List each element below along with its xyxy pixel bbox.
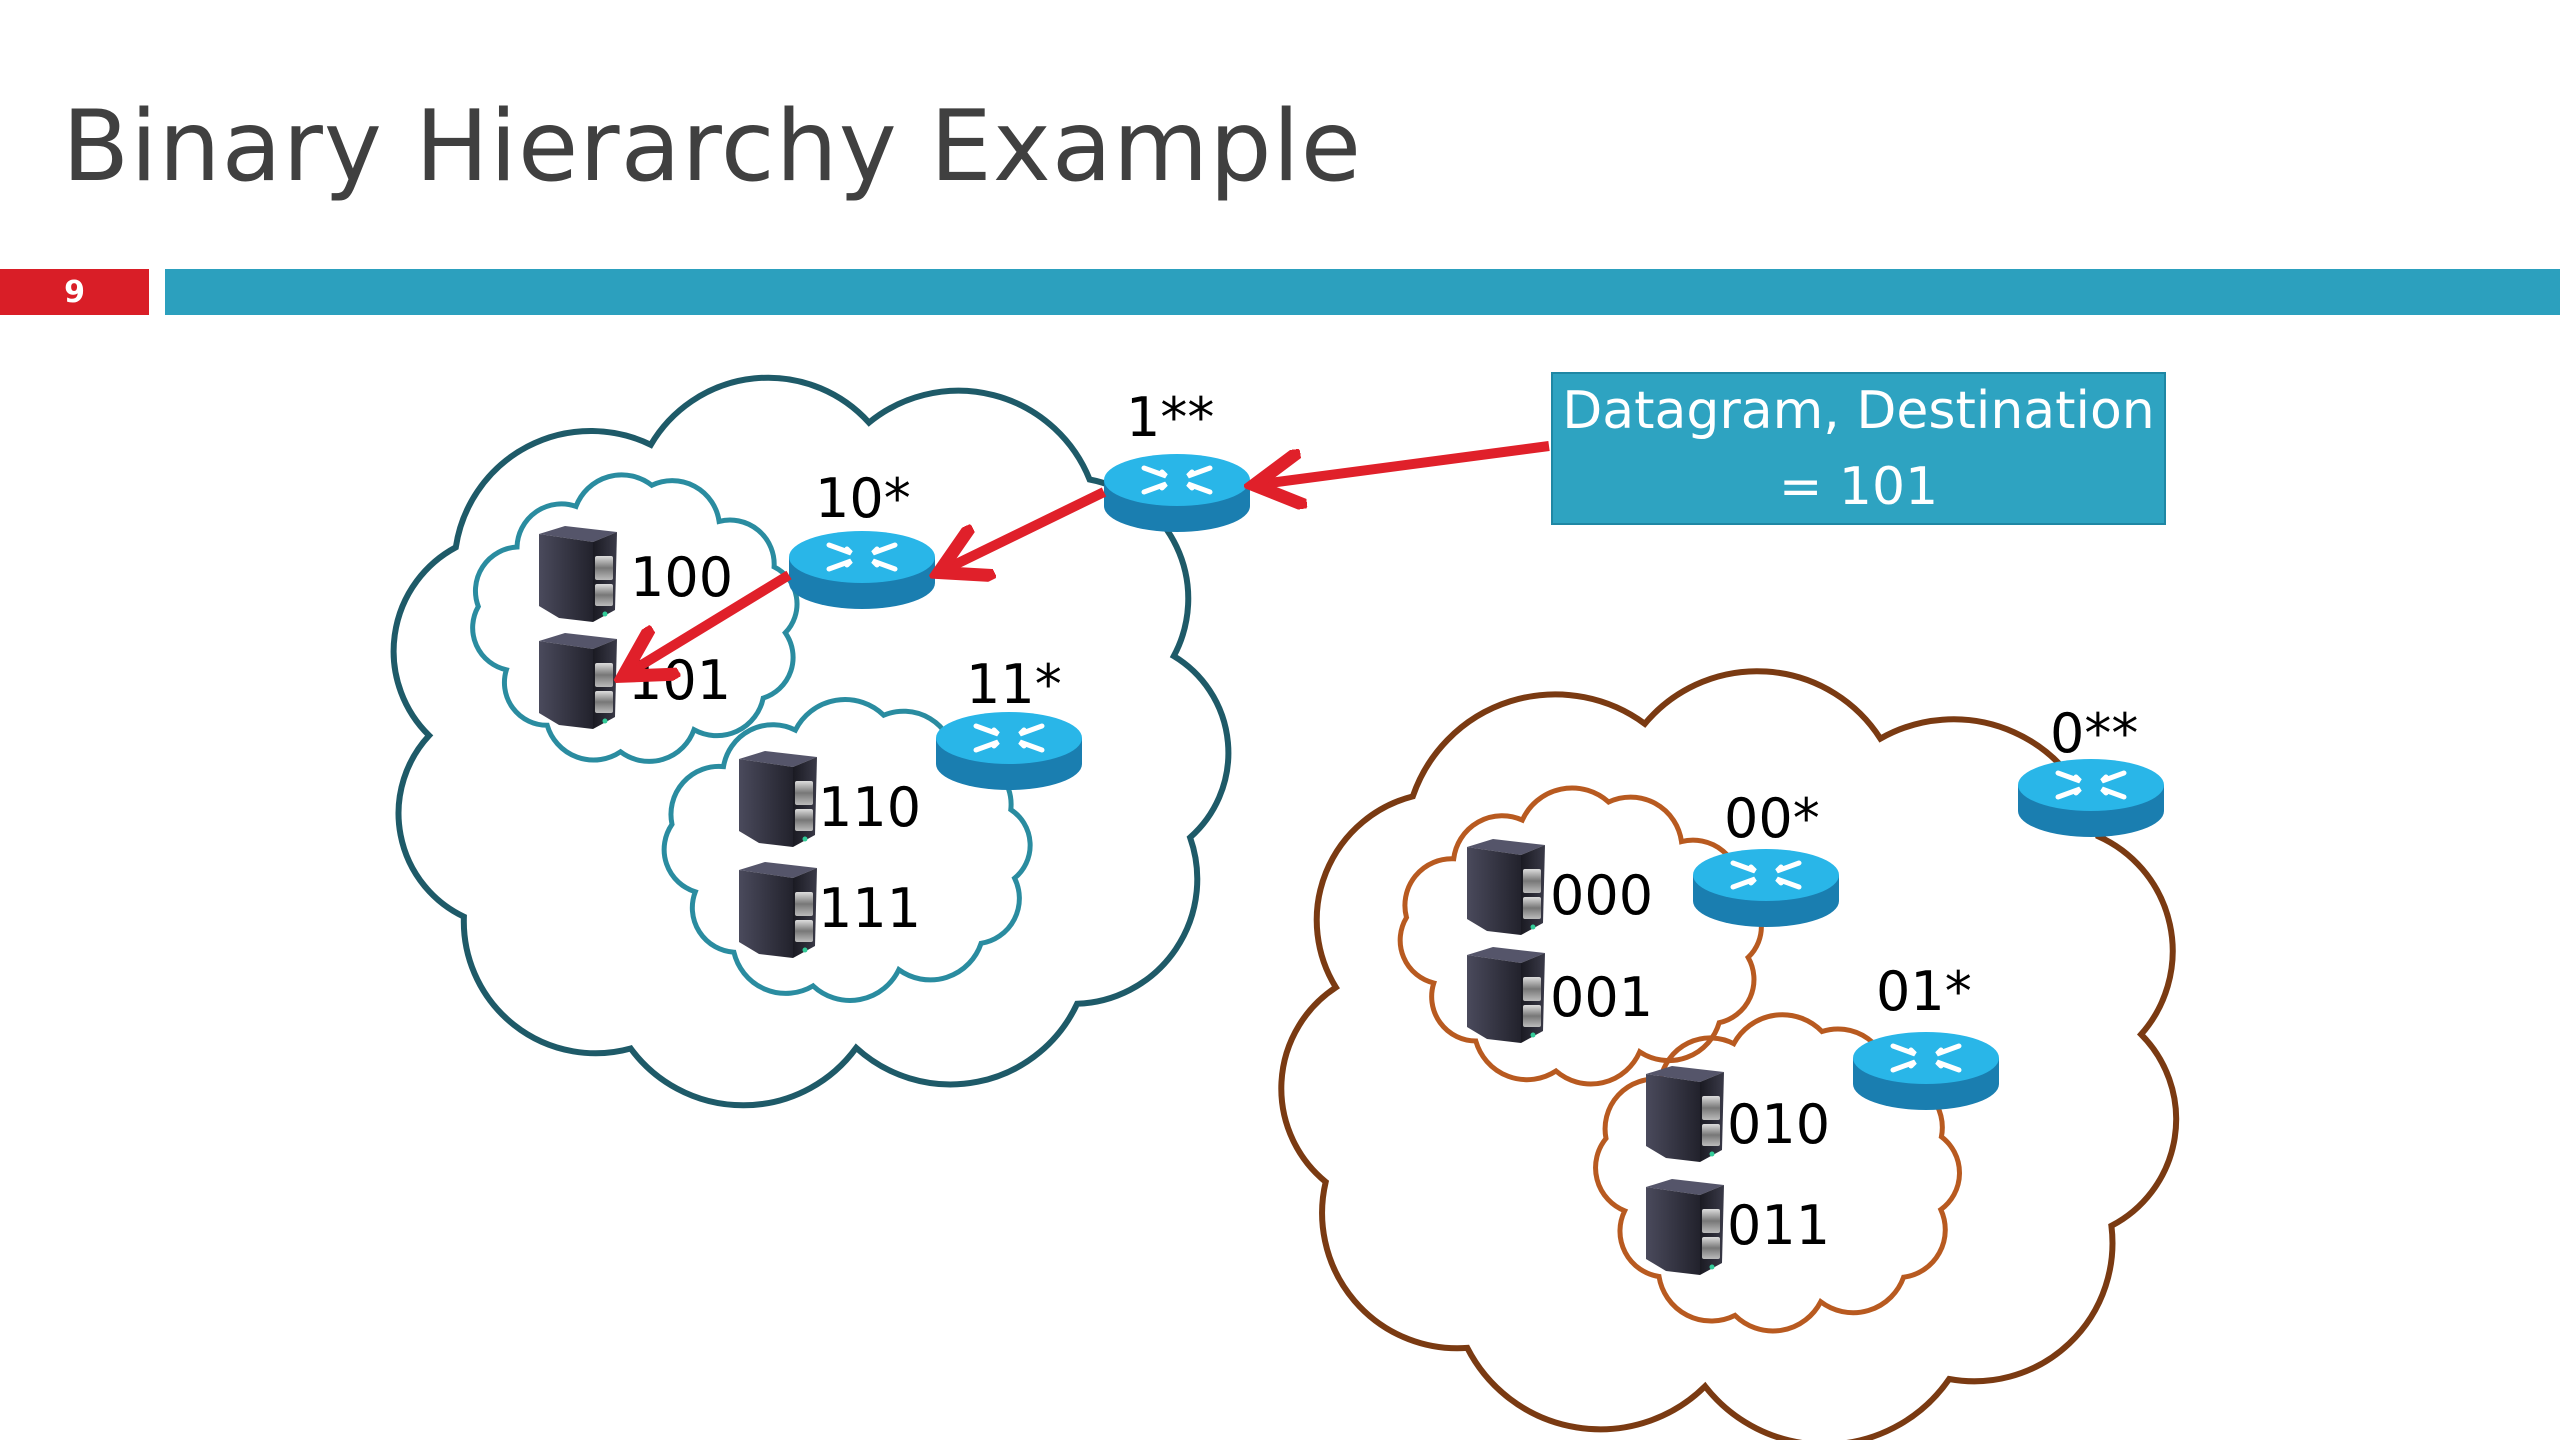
host-label-011: 011 xyxy=(1727,1194,1830,1257)
server-icon xyxy=(739,751,817,847)
router-label-10x: 10* xyxy=(815,467,911,530)
host-label-001: 001 xyxy=(1550,966,1653,1029)
title-accent-bar xyxy=(165,269,2560,315)
server-icon xyxy=(539,526,617,622)
server-icon xyxy=(1646,1179,1724,1275)
router-icon xyxy=(1853,1032,1999,1110)
server-icon xyxy=(539,633,617,729)
host-label-000: 000 xyxy=(1550,864,1653,927)
router-icon xyxy=(1104,454,1250,532)
destination-value: = 101 xyxy=(1778,456,1939,517)
router-label-1xx: 1** xyxy=(1126,386,1214,449)
router-icon xyxy=(1693,849,1839,927)
server-icon xyxy=(1646,1066,1724,1162)
router-label-00x: 00* xyxy=(1724,787,1820,850)
network-cloud-0 xyxy=(1278,668,2180,1440)
route-arrow-to-101 xyxy=(630,570,792,672)
router-label-01x: 01* xyxy=(1876,960,1972,1023)
server-icon xyxy=(1467,947,1545,1043)
route-arrow-to-10x xyxy=(946,487,1107,569)
slide-number-badge: 9 xyxy=(0,269,149,315)
datagram-destination-box: Datagram, Destination = 101 xyxy=(1551,372,2166,525)
subnet-cloud-00 xyxy=(1397,785,1764,1087)
subnet-cloud-10 xyxy=(470,472,800,764)
host-label-111: 111 xyxy=(818,877,921,940)
host-label-010: 010 xyxy=(1727,1093,1830,1156)
router-icon xyxy=(936,712,1082,790)
router-icon xyxy=(2018,759,2164,837)
server-icon xyxy=(739,862,817,958)
slide-title: Binary Hierarchy Example xyxy=(62,90,1363,204)
router-label-0xx: 0** xyxy=(2050,702,2138,765)
host-label-100: 100 xyxy=(630,546,733,609)
network-cloud-1 xyxy=(390,374,1232,1109)
router-icon xyxy=(789,531,935,609)
datagram-label: Datagram, Destination xyxy=(1562,380,2155,441)
server-icon xyxy=(1467,839,1545,935)
route-arrow-to-1xx xyxy=(1262,441,1550,484)
slide-number: 9 xyxy=(64,274,85,310)
host-label-110: 110 xyxy=(818,776,921,839)
router-label-11x: 11* xyxy=(966,653,1062,716)
